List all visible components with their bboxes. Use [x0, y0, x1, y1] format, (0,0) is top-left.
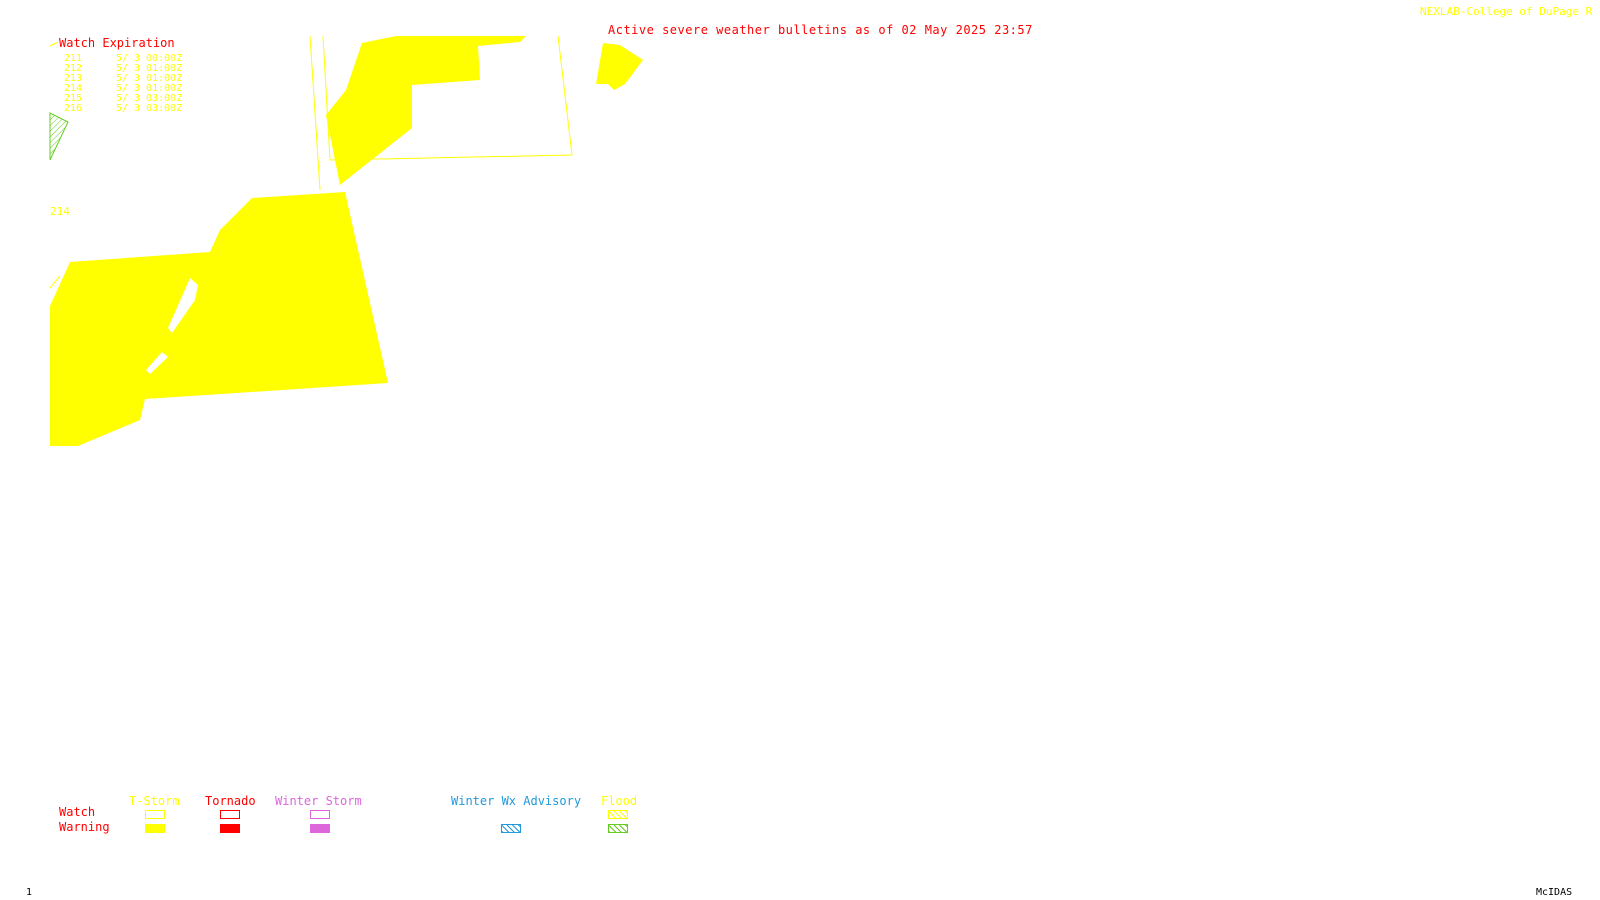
warning-gap-2 — [146, 352, 168, 374]
watch-id: 216 — [64, 103, 83, 114]
legend-watch-row-label: Watch — [59, 805, 96, 819]
legend-winter-wx-advisory-label: Winter Wx Advisory — [451, 794, 582, 808]
legend-warning-row-label: Warning — [59, 820, 110, 834]
tstorm-warning-polygon-ne — [596, 43, 643, 90]
page-title: Active severe weather bulletins as of 02… — [608, 23, 1033, 37]
legend-flood-label: Flood — [601, 794, 638, 808]
tstorm-warning-polygon-south — [50, 192, 388, 446]
watch-expiration-list: 211 5/ 3 00:00Z 212 5/ 3 01:00Z 213 5/ 3 01… — [64, 54, 182, 114]
legend-tstorm-warning-swatch — [145, 824, 165, 833]
legend-tstorm-label: T-Storm — [129, 794, 180, 808]
watch-expiration-row: 212 5/ 3 01:00Z — [64, 64, 182, 74]
watch-expire-time: 5/ 3 01:00Z — [116, 73, 183, 84]
watch-expiration-row: 213 5/ 3 01:00Z — [64, 74, 182, 84]
legend-winter-storm-warning-swatch — [310, 824, 330, 833]
watch-number-label: 214 — [50, 205, 70, 218]
frame-number: 1 — [26, 887, 33, 898]
watch-id: 212 — [64, 63, 83, 74]
watch-outline-fragment — [49, 41, 59, 47]
legend-winter-storm-label: Winter Storm — [275, 794, 362, 808]
legend-tornado-label: Tornado — [205, 794, 256, 808]
data-credit: NEXLAB-College of DuPage R — [1420, 5, 1593, 18]
watch-id: 215 — [64, 93, 83, 104]
watch-id: 211 — [64, 53, 83, 64]
legend-tornado-watch-swatch — [220, 810, 240, 819]
watch-expire-time: 5/ 3 01:00Z — [116, 63, 183, 74]
legend-flood-watch-swatch — [608, 810, 628, 819]
watch-id: 213 — [64, 73, 83, 84]
watch-outline-tstorm — [309, 35, 321, 191]
watch-expiration-row: 215 5/ 3 03:00Z — [64, 94, 182, 104]
watch-expiration-row: 211 5/ 3 00:00Z — [64, 54, 182, 64]
product-label: McIDAS — [1536, 887, 1573, 898]
flood-warning-polygon — [49, 112, 69, 161]
warning-gap-1 — [168, 278, 198, 333]
watch-expire-time: 5/ 3 00:00Z — [116, 53, 183, 64]
watch-expire-time: 5/ 3 03:00Z — [116, 93, 183, 104]
legend-flood-warning-swatch — [608, 824, 628, 833]
watch-expire-time: 5/ 3 01:00Z — [116, 83, 183, 94]
watch-expiration-row: 216 5/ 3 03:00Z — [64, 104, 182, 114]
legend-winter-storm-watch-swatch — [310, 810, 330, 819]
legend-tstorm-watch-swatch — [145, 810, 165, 819]
watch-id: 214 — [64, 83, 83, 94]
tstorm-warning-polygon-north — [326, 36, 526, 185]
watch-expiration-row: 214 5/ 3 01:00Z — [64, 84, 182, 94]
watch-outline-fragment-2 — [49, 275, 61, 289]
watch-outline-tstorm-2 — [322, 35, 573, 161]
legend-winter-wx-advisory-swatch — [501, 824, 521, 833]
watch-expire-time: 5/ 3 03:00Z — [116, 103, 183, 114]
watch-expiration-title: Watch Expiration — [59, 36, 175, 50]
legend-tornado-warning-swatch — [220, 824, 240, 833]
